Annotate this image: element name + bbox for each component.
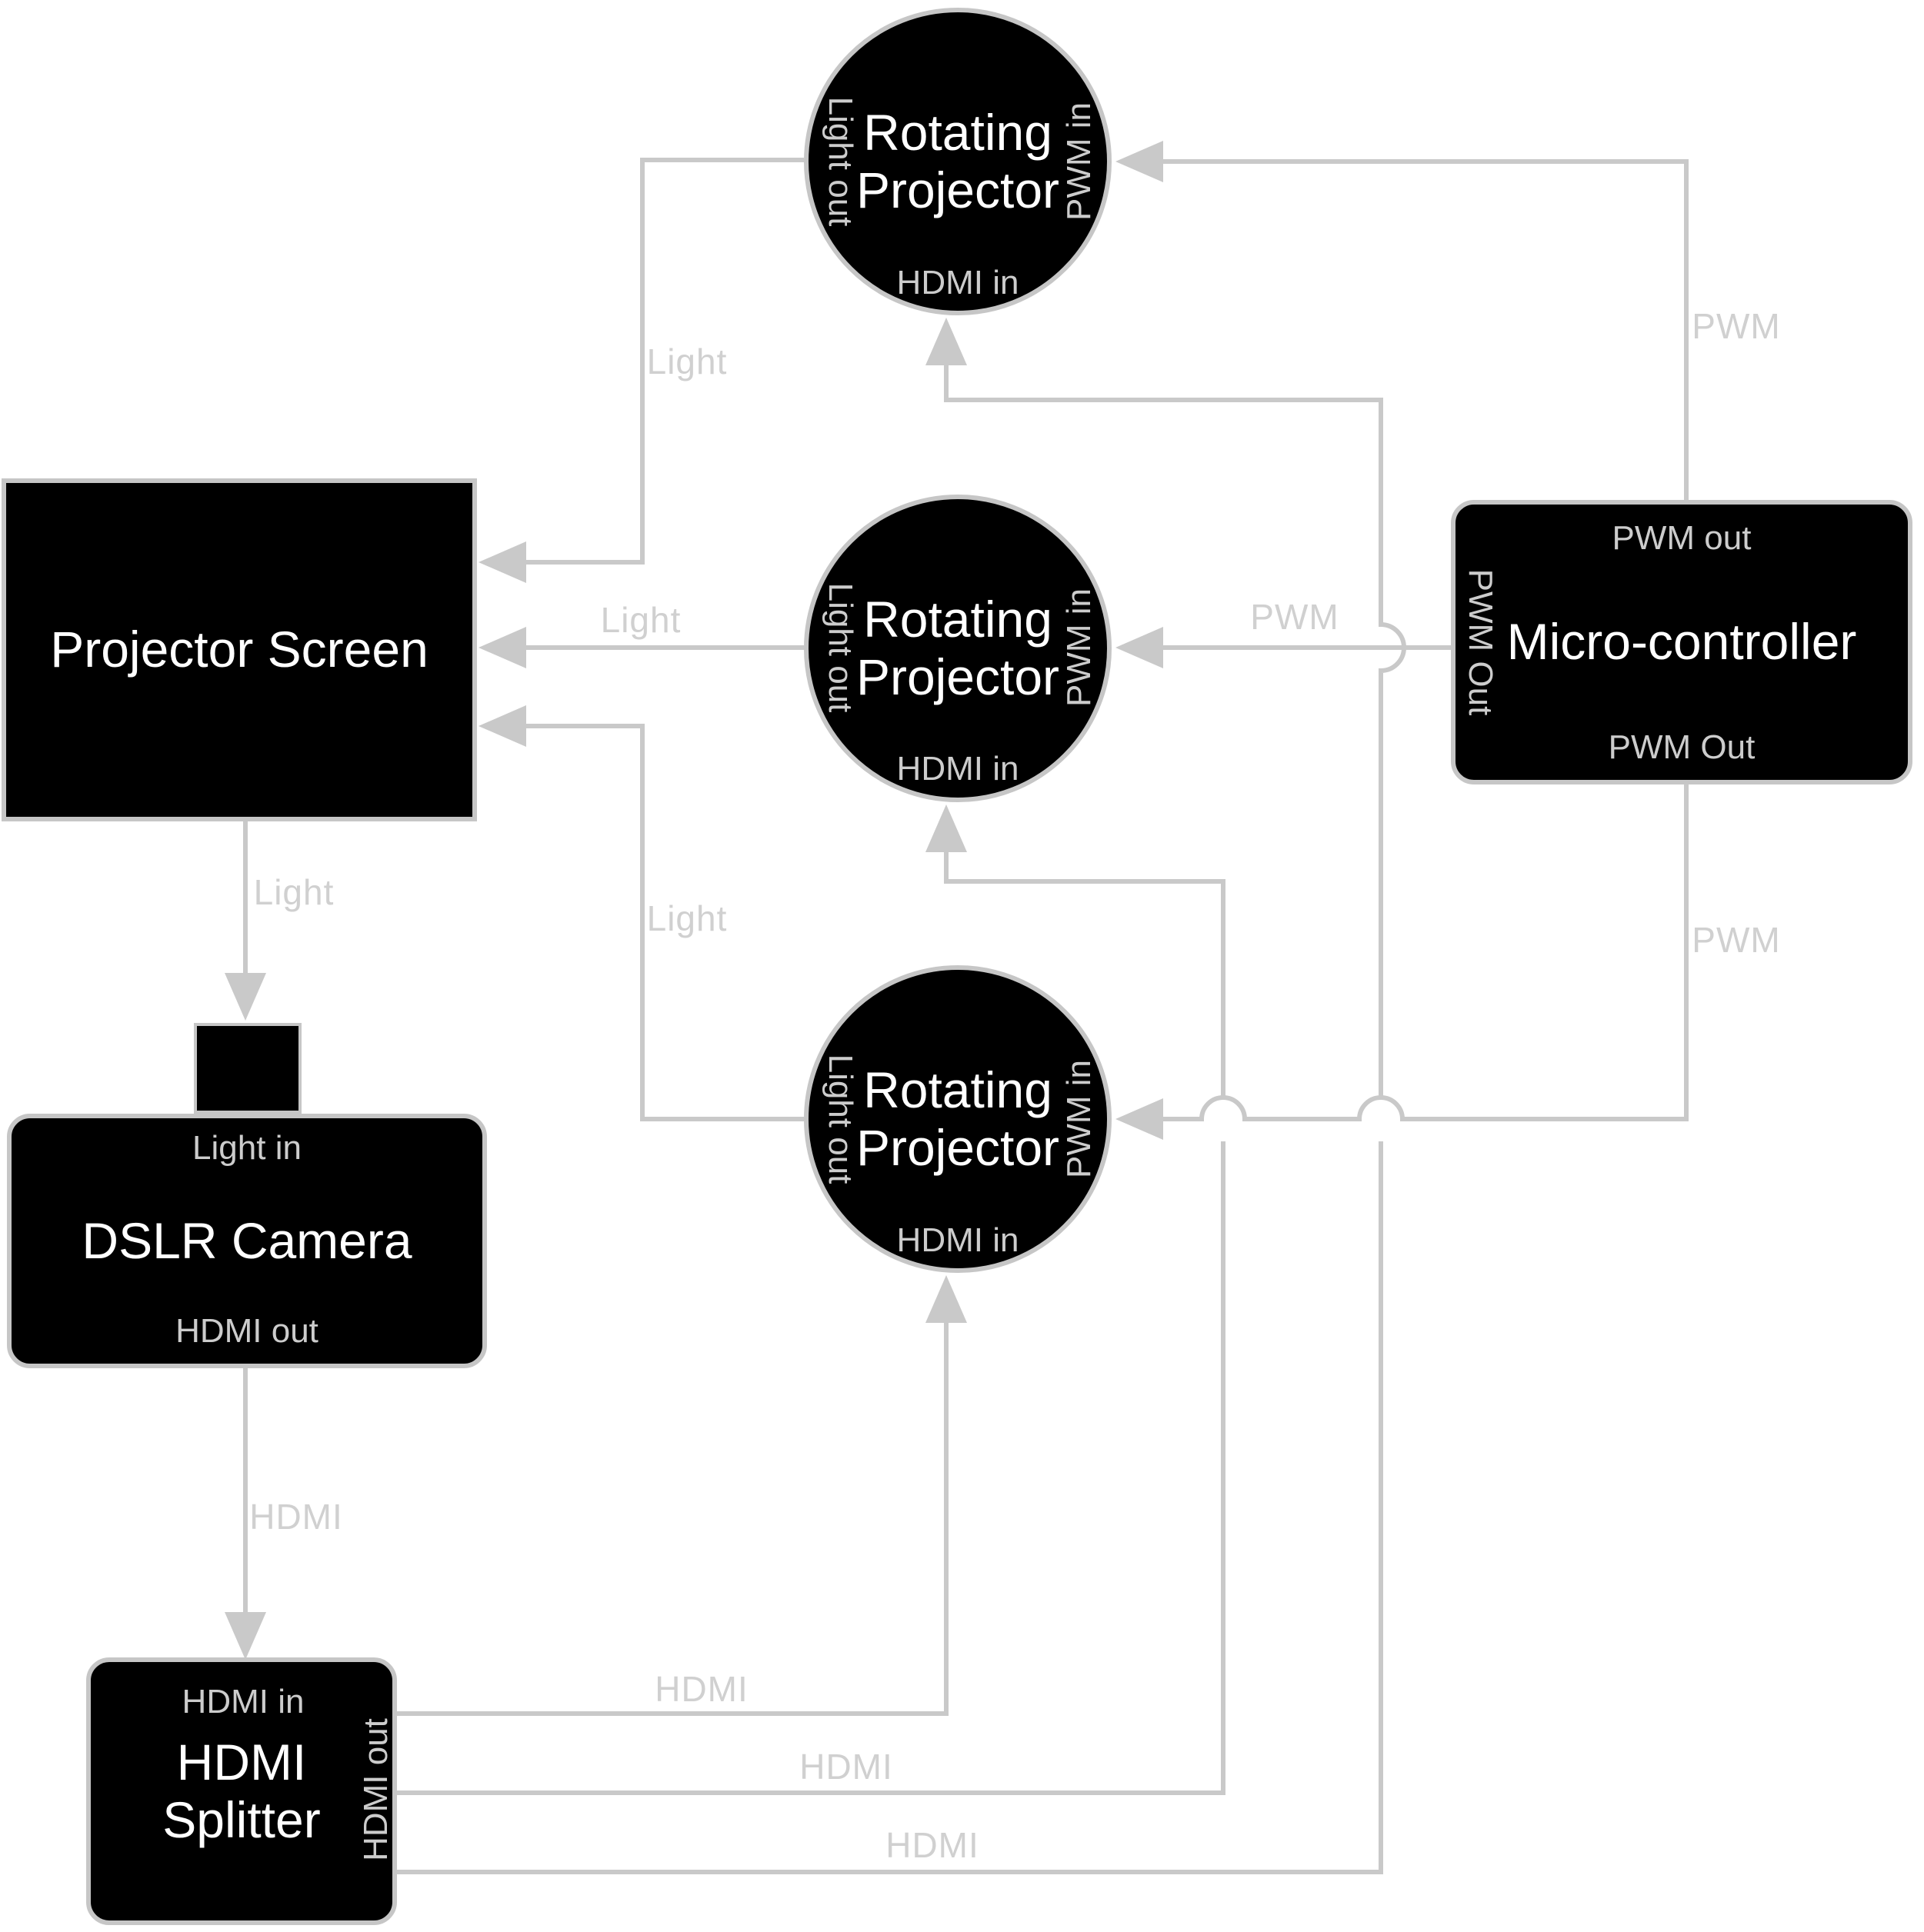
port-label-light-in: Light in: [192, 1129, 302, 1167]
edge-light-bottom-projector-to-screen-line: [526, 724, 804, 1121]
arrowhead-into-screen-1: [478, 541, 526, 583]
title-line: Projector: [855, 648, 1060, 705]
title-line: Micro-controller: [1506, 613, 1857, 671]
arrowhead-hdmi-mid-projector: [925, 804, 967, 852]
arrowhead-hdmi-top-projector: [925, 318, 967, 365]
port-label-hdmi-in: HDMI in: [896, 1221, 1019, 1259]
title-line: HDMI: [176, 1733, 307, 1790]
title-line: Rotating: [863, 1061, 1052, 1118]
edge-label-hdmi: HDMI: [249, 1497, 343, 1537]
edge-label-light: Light: [600, 600, 682, 640]
edge-label-light: Light: [646, 898, 728, 938]
title-line: Projector: [855, 162, 1060, 218]
node-projector-screen: Projector Screen: [2, 478, 477, 821]
port-label-light-out: Light out: [822, 1054, 859, 1184]
port-label-light-out: Light out: [822, 96, 859, 227]
port-label-hdmi-out: HDMI out: [357, 1718, 395, 1861]
edge-label-pwm: PWM: [1692, 920, 1781, 960]
edge-pwm-micro-to-bottom-projector-line: [1163, 784, 1689, 1121]
port-label-hdmi-out: HDMI out: [175, 1312, 318, 1350]
node-hdmi-splitter: HDMI Splitter: [86, 1657, 397, 1925]
hdmi-splitter-title: HDMI Splitter: [162, 1734, 320, 1849]
edge-label-light: Light: [253, 872, 335, 912]
port-label-hdmi-in: HDMI in: [182, 1683, 305, 1720]
arrowhead-into-splitter: [225, 1612, 266, 1660]
port-label-hdmi-in: HDMI in: [896, 750, 1019, 788]
title-line: Projector Screen: [50, 621, 428, 678]
edge-pwm-micro-to-top-projector-line: [1163, 159, 1689, 500]
dslr-camera-title: DSLR Camera: [82, 1212, 412, 1270]
title-line: Rotating: [863, 590, 1052, 648]
arrowhead-into-camera: [225, 973, 266, 1021]
title-line: Splitter: [162, 1791, 321, 1848]
edge-hdmi-splitter-to-bottom-projector-line: [397, 1323, 949, 1716]
arrowhead-pwm-top-projector: [1115, 141, 1163, 182]
title-line: Rotating: [863, 103, 1052, 161]
port-label-hdmi-in: HDMI in: [896, 264, 1019, 301]
port-label-pwm-in: PWM in: [1060, 102, 1098, 221]
node-micro-controller: Micro-controller: [1451, 500, 1912, 784]
arrowhead-into-screen-2: [478, 627, 526, 668]
node-dslr-camera: DSLR Camera: [7, 1114, 487, 1368]
projector-screen-title: Projector Screen: [50, 621, 428, 678]
edge-label-hdmi: HDMI: [655, 1669, 749, 1709]
edge-label-pwm: PWM: [1250, 597, 1339, 637]
arrowhead-hdmi-bottom-projector: [925, 1275, 967, 1323]
micro-controller-title: Micro-controller: [1507, 613, 1857, 671]
rotating-projector-mid-title: Rotating Projector: [856, 591, 1059, 706]
port-label-pwm-out-top: PWM out: [1612, 519, 1752, 557]
port-label-pwm-out-left: PWM Out: [1462, 568, 1499, 716]
title-line: Projector: [855, 1119, 1060, 1176]
camera-lens: [194, 1023, 302, 1114]
title-line: DSLR Camera: [82, 1211, 412, 1269]
port-label-pwm-in: PWM in: [1060, 588, 1098, 707]
arrowhead-pwm-mid-projector: [1115, 627, 1163, 668]
edge-label-light: Light: [646, 341, 728, 381]
port-label-light-out: Light out: [822, 582, 859, 713]
edge-label-pwm: PWM: [1692, 306, 1781, 346]
edge-hdmi-splitter-to-mid-projector-line: [397, 852, 1225, 1795]
edge-label-hdmi: HDMI: [885, 1825, 979, 1865]
edge-label-hdmi: HDMI: [799, 1747, 893, 1787]
edge-hdmi-splitter-to-top-projector-line: [397, 365, 1406, 1874]
node-rotating-projector-bottom: Rotating Projector: [804, 965, 1112, 1273]
arrowhead-pwm-bottom-projector: [1115, 1098, 1163, 1140]
node-rotating-projector-mid: Rotating Projector: [804, 495, 1112, 802]
rotating-projector-bottom-title: Rotating Projector: [856, 1061, 1059, 1177]
node-rotating-projector-top: Rotating Projector: [804, 8, 1112, 315]
port-label-pwm-in: PWM in: [1060, 1060, 1098, 1178]
port-label-pwm-out-bottom: PWM Out: [1608, 728, 1756, 766]
edge-light-top-projector-to-screen-line: [526, 158, 804, 565]
rotating-projector-top-title: Rotating Projector: [856, 104, 1059, 219]
arrowhead-into-screen-3: [478, 705, 526, 747]
